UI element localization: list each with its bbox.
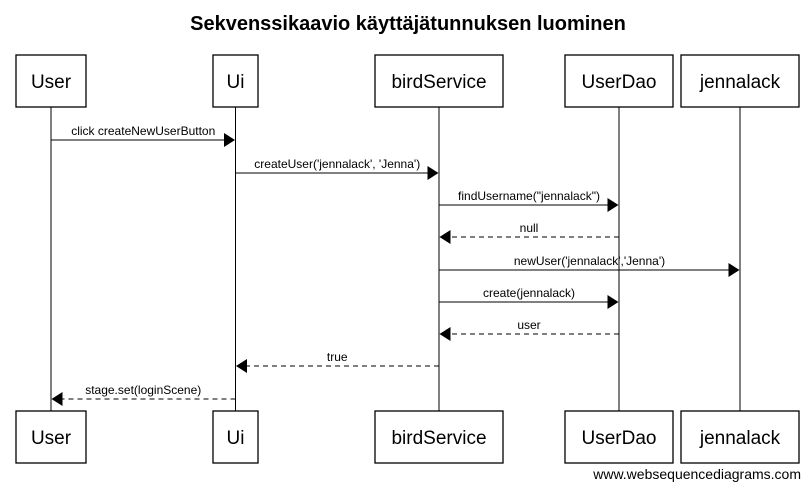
message-label: createUser('jennalack', 'Jenna') bbox=[254, 157, 420, 171]
actor-ui-bottom: Ui bbox=[212, 410, 259, 464]
actor-box bbox=[564, 54, 674, 108]
actor-label: UserDao bbox=[582, 428, 657, 449]
messages: click createNewUserButton createUser('jen… bbox=[51, 124, 740, 406]
arrowhead-icon bbox=[236, 359, 247, 373]
message-4: null bbox=[439, 221, 619, 244]
actors-top: User Ui birdService UserDao jennalack bbox=[15, 54, 800, 108]
actor-box bbox=[212, 54, 259, 108]
message-label: create(jennalack) bbox=[483, 286, 575, 300]
actor-box bbox=[564, 410, 674, 464]
actor-label: birdService bbox=[391, 72, 486, 93]
message-label: newUser('jennalack','Jenna') bbox=[514, 254, 665, 268]
arrowhead-icon bbox=[728, 263, 740, 277]
message-label: findUsername("jennalack") bbox=[458, 189, 600, 203]
actor-box bbox=[15, 54, 87, 108]
lifelines bbox=[50, 107, 741, 411]
actor-user-top: User bbox=[15, 54, 87, 108]
message-label: true bbox=[327, 350, 348, 364]
actor-label: User bbox=[31, 428, 72, 449]
actor-label: User bbox=[31, 72, 72, 93]
arrowhead-icon bbox=[51, 392, 63, 406]
actor-label: birdService bbox=[391, 428, 486, 449]
message-3: findUsername("jennalack") bbox=[439, 189, 619, 212]
arrowhead-icon bbox=[439, 230, 451, 244]
actor-box bbox=[374, 410, 504, 464]
actor-box bbox=[15, 410, 87, 464]
actor-userdao-bottom: UserDao bbox=[564, 410, 674, 464]
actor-jennalack-bottom: jennalack bbox=[680, 410, 800, 464]
actor-box bbox=[212, 410, 259, 464]
actor-label: Ui bbox=[227, 72, 245, 93]
message-8: true bbox=[236, 350, 439, 373]
message-label: user bbox=[517, 318, 540, 332]
actor-userdao-top: UserDao bbox=[564, 54, 674, 108]
actor-birdservice-bottom: birdService bbox=[374, 410, 504, 464]
watermark-text: www.websequencediagrams.com bbox=[592, 466, 801, 482]
actor-box bbox=[374, 54, 504, 108]
actors-bottom: User Ui birdService UserDao jennalack bbox=[15, 410, 800, 464]
arrowhead-icon bbox=[224, 133, 235, 147]
actor-birdservice-top: birdService bbox=[374, 54, 504, 108]
diagram-title: Sekvenssikaavio käyttäjätunnuksen luomin… bbox=[190, 13, 626, 35]
message-label: stage.set(loginScene) bbox=[85, 383, 201, 397]
arrowhead-icon bbox=[439, 327, 451, 341]
actor-label: UserDao bbox=[582, 72, 657, 93]
message-9: stage.set(loginScene) bbox=[51, 383, 236, 406]
actor-jennalack-top: jennalack bbox=[680, 54, 800, 108]
message-5: newUser('jennalack','Jenna') bbox=[439, 254, 740, 277]
actor-box bbox=[680, 410, 800, 464]
arrowhead-icon bbox=[427, 166, 439, 180]
actor-user-bottom: User bbox=[15, 410, 87, 464]
actor-label: Ui bbox=[227, 428, 245, 449]
actor-box bbox=[680, 54, 800, 108]
actor-label: jennalack bbox=[699, 428, 781, 449]
message-label: null bbox=[520, 221, 539, 235]
message-label: click createNewUserButton bbox=[71, 124, 215, 138]
arrowhead-icon bbox=[607, 198, 619, 212]
message-2: createUser('jennalack', 'Jenna') bbox=[235, 157, 439, 180]
message-1: click createNewUserButton bbox=[51, 124, 235, 147]
actor-label: jennalack bbox=[699, 72, 781, 93]
arrowhead-icon bbox=[607, 295, 619, 309]
message-7: user bbox=[439, 318, 619, 341]
message-6: create(jennalack) bbox=[439, 286, 619, 309]
actor-ui-top: Ui bbox=[212, 54, 259, 108]
